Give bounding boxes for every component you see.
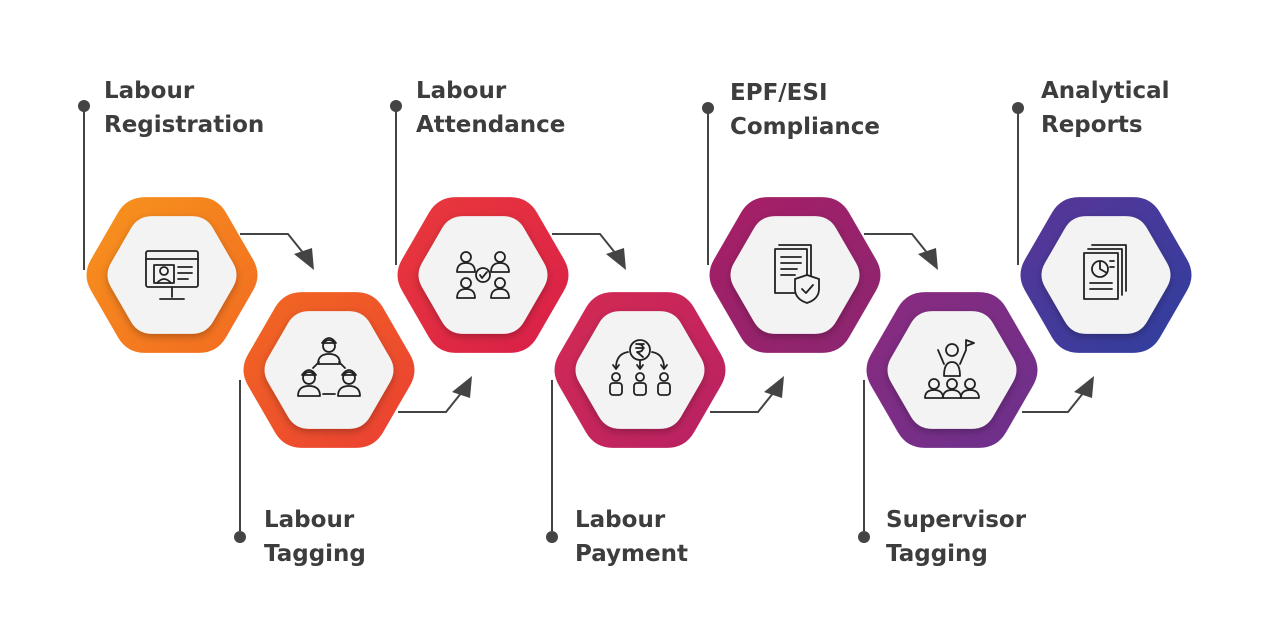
step-label-line2: Registration — [104, 112, 265, 138]
step-label-line2: Reports — [1041, 112, 1143, 138]
step-label-line2: Payment — [575, 541, 688, 567]
leader-dot — [1012, 102, 1024, 114]
step-hexagon-1 — [86, 197, 258, 353]
step-label-line1: Labour — [575, 507, 666, 533]
step-hexagon-6 — [866, 292, 1038, 448]
attendance-team-icon — [456, 251, 510, 299]
step-hexagon-2 — [243, 292, 415, 448]
step-label-labour-tagging: Labour Tagging — [264, 503, 366, 571]
step-label-line1: Analytical — [1041, 78, 1170, 104]
step-label-line1: Labour — [104, 78, 195, 104]
arrow-head — [452, 376, 472, 398]
leader-dot — [546, 531, 558, 543]
step-hexagon-4 — [554, 292, 726, 448]
connector-arrow-5-6 — [864, 233, 929, 255]
inner-hexagon — [418, 216, 548, 334]
step-label-line1: Labour — [264, 507, 355, 533]
step-label-epf-esi-compliance: EPF/ESI Compliance — [730, 76, 880, 144]
connector-arrow-4-5 — [710, 391, 775, 413]
leader-dot — [234, 531, 246, 543]
step-label-labour-attendance: Labour Attendance — [416, 74, 565, 142]
document-shield-icon — [774, 244, 820, 304]
leader-dot — [702, 102, 714, 114]
arrow-head — [606, 248, 626, 270]
connector-arrow-2-3 — [398, 391, 463, 413]
step-hexagon-7 — [1020, 197, 1192, 353]
step-hexagon-3 — [397, 197, 569, 353]
step-label-line2: Tagging — [264, 541, 366, 567]
arrow-head — [918, 248, 938, 270]
inner-hexagon — [887, 311, 1017, 429]
leader-dot — [858, 531, 870, 543]
step-label-line2: Attendance — [416, 112, 566, 138]
step-label-line2: Compliance — [730, 114, 881, 140]
inner-hexagon — [264, 311, 394, 429]
connectors-layer — [78, 100, 1094, 543]
step-label-line2: Tagging — [886, 541, 988, 567]
connector-arrow-1-2 — [240, 233, 305, 255]
step-label-supervisor-tagging: Supervisor Tagging — [886, 503, 1026, 571]
report-documents-icon — [1083, 244, 1127, 300]
arrow-head — [1074, 376, 1094, 398]
step-label-line1: EPF/ESI — [730, 80, 828, 106]
arrow-head — [764, 376, 784, 398]
step-hexagon-5 — [709, 197, 881, 353]
step-label-line1: Supervisor — [886, 507, 1027, 533]
connector-arrow-3-4 — [552, 233, 617, 255]
step-label-labour-registration: Labour Registration — [104, 74, 264, 142]
inner-hexagon — [107, 216, 237, 334]
connector-arrow-6-7 — [1022, 391, 1085, 413]
rupee-distribution-icon — [609, 339, 671, 396]
step-label-analytical-reports: Analytical Reports — [1041, 74, 1170, 142]
worker-group-icon — [297, 337, 361, 397]
computer-user-icon — [145, 250, 199, 300]
arrow-head — [294, 248, 314, 270]
inner-hexagon — [575, 311, 705, 429]
leader-with-flag-icon — [924, 339, 980, 399]
leader-dot — [78, 100, 90, 112]
step-label-labour-payment: Labour Payment — [575, 503, 688, 571]
hexagons-layer — [86, 197, 1192, 448]
step-label-line1: Labour — [416, 78, 507, 104]
leader-dot — [390, 100, 402, 112]
